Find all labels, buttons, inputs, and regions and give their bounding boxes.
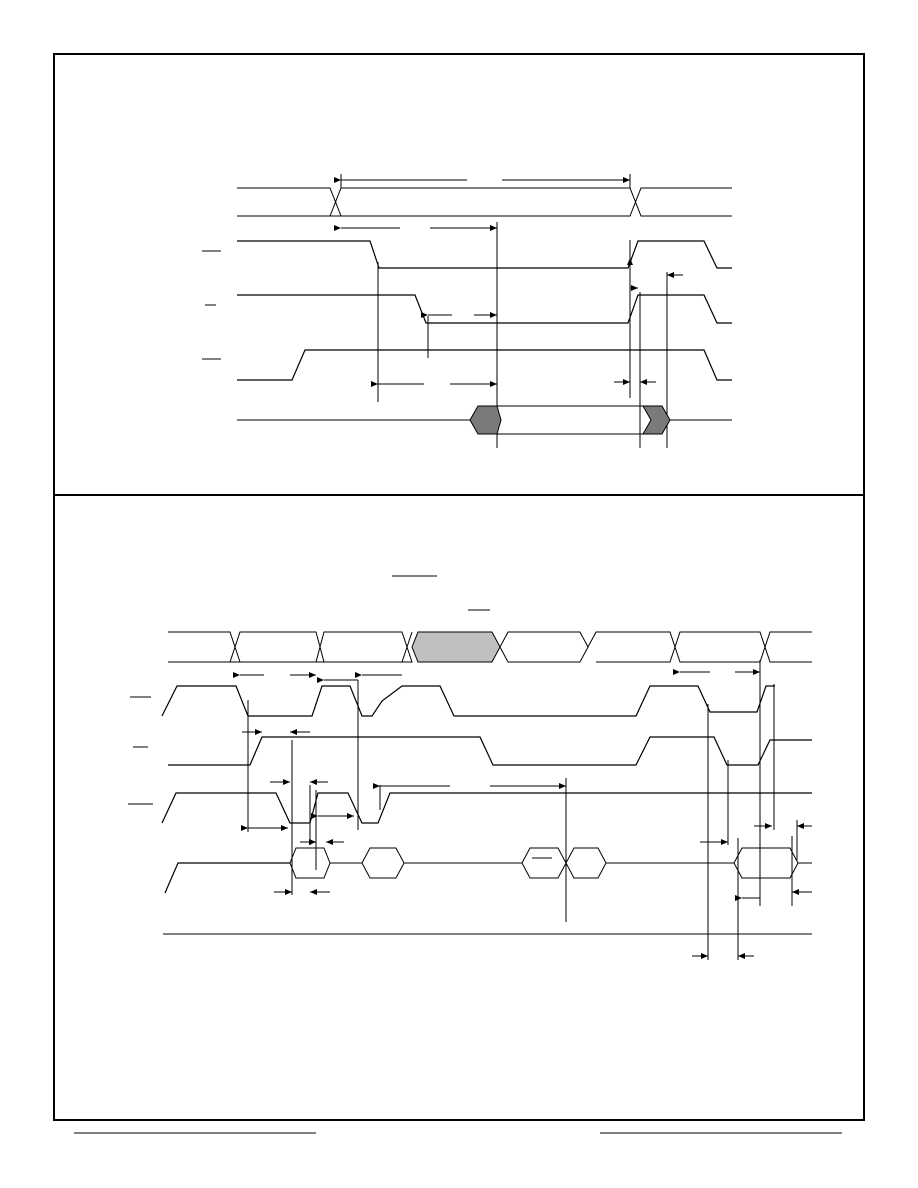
timing-diagram-2 — [128, 575, 812, 960]
active-low-signal-1-waveform — [202, 240, 732, 269]
panel-frame-bottom — [53, 494, 865, 1121]
address-valid-interval — [334, 174, 631, 188]
active-low-signal-2-waveform-2 — [133, 736, 812, 766]
panel-frame-top — [53, 53, 865, 496]
data-bus-waveform-1 — [237, 405, 732, 435]
active-low-signal-3-waveform — [202, 349, 732, 381]
data-bus-waveform-2 — [164, 847, 812, 894]
address-bus-waveform-1 — [237, 187, 732, 217]
active-low-signal-1-waveform-2 — [130, 685, 775, 717]
address-bus-waveform-2 — [168, 631, 812, 663]
timing-diagram-1 — [202, 174, 732, 448]
active-low-signal-3-waveform-2 — [128, 792, 812, 824]
active-low-signal-2-waveform — [205, 294, 732, 324]
